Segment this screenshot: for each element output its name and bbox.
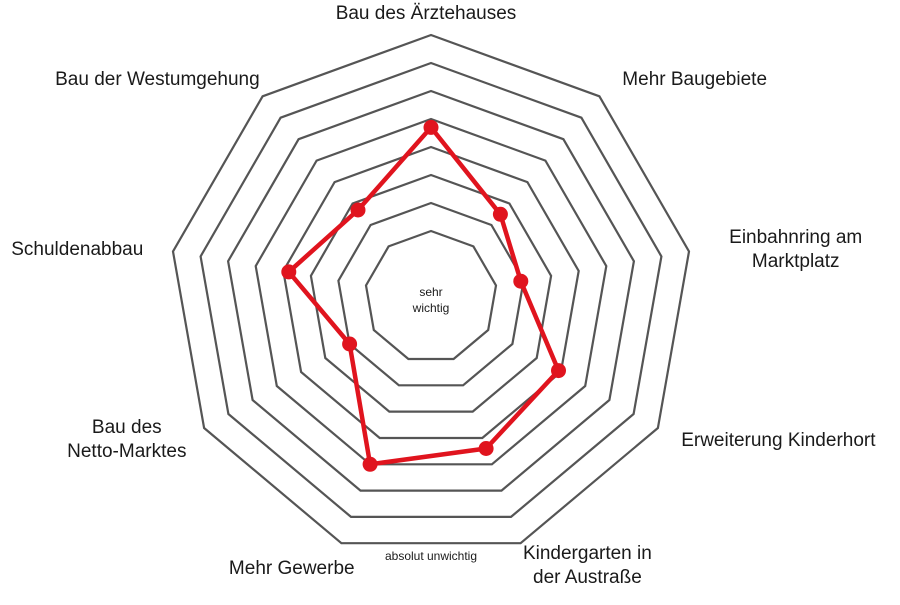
series-line	[286, 125, 561, 467]
grid-ring-6	[226, 89, 636, 492]
data-point-5	[478, 441, 494, 456]
grid-ring-7	[199, 61, 663, 519]
data-point-6	[362, 456, 378, 472]
grid-ring-4	[282, 145, 580, 440]
radar-grid-rings	[171, 33, 691, 545]
axis-label-9: Bau der Westumgehung	[55, 69, 260, 90]
data-point-9	[350, 202, 366, 218]
scale-outer-label: absolut unwichtig	[385, 549, 477, 563]
data-point-4	[551, 363, 566, 379]
grid-ring-1	[364, 229, 498, 361]
radar-series	[281, 119, 566, 472]
axis-label-2: Mehr Baugebiete	[622, 69, 767, 90]
grid-ring-5	[254, 117, 608, 466]
axis-label-1: Bau des Ärztehauses	[336, 3, 517, 24]
grid-ring-8	[171, 33, 691, 545]
axis-label-4: Erweiterung Kinderhort	[681, 430, 876, 451]
data-point-2	[492, 206, 508, 222]
axis-label-8: Schuldenabbau	[11, 239, 143, 260]
data-point-3	[513, 273, 529, 289]
grid-ring-2	[337, 201, 525, 387]
data-point-8	[281, 264, 297, 280]
data-point-1	[423, 119, 439, 135]
grid-ring-3	[309, 173, 553, 413]
axis-label-6: Mehr Gewerbe	[229, 558, 355, 579]
data-point-7	[342, 336, 358, 352]
